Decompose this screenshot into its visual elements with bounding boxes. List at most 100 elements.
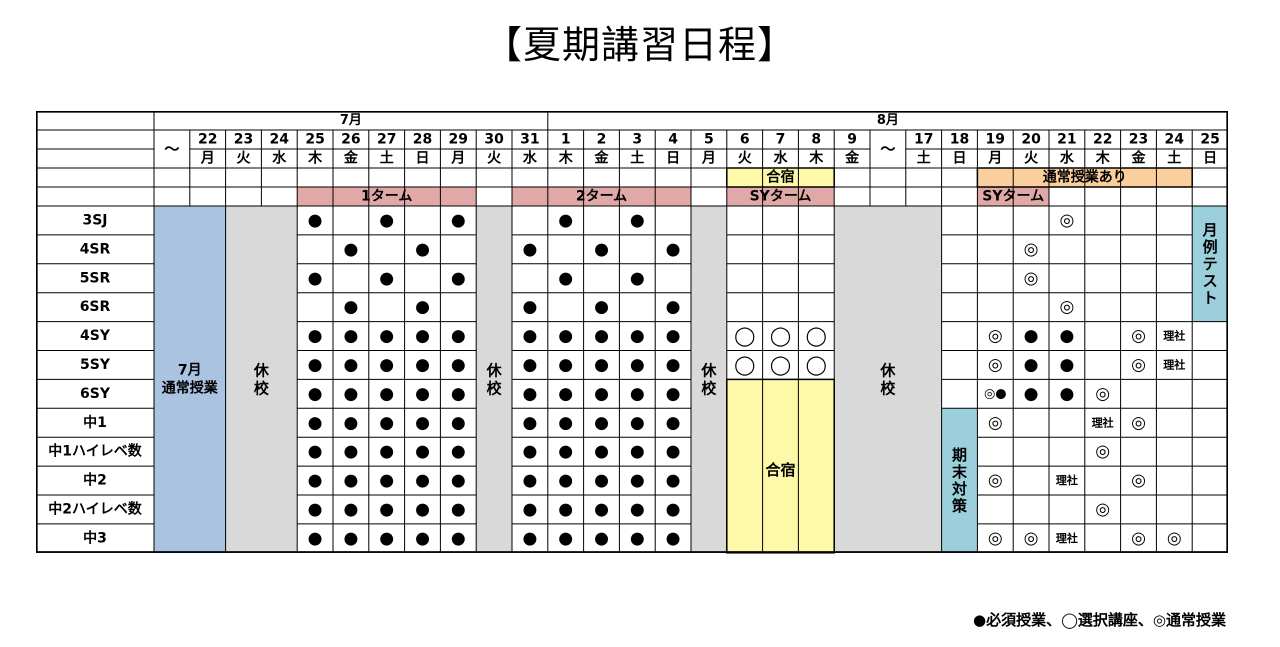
kyuko-label: 休: [253, 361, 270, 379]
schedule-mark: ●: [379, 499, 394, 519]
schedule-mark: ●: [415, 413, 430, 433]
schedule-mark: ◎: [1131, 355, 1146, 375]
schedule-mark: ●: [522, 355, 537, 375]
schedule-mark: ●: [630, 528, 645, 548]
gasshuku-label: 合宿: [764, 461, 795, 479]
schedule-mark: ●: [594, 355, 609, 375]
schedule-mark: ●: [558, 528, 573, 548]
schedule-mark: ●: [1024, 355, 1039, 375]
schedule-mark: ●: [630, 499, 645, 519]
sy-term-label: SYターム: [982, 189, 1044, 205]
schedule-mark: ●: [308, 442, 323, 462]
schedule-mark: ●: [558, 384, 573, 404]
schedule-mark: ●: [1024, 326, 1039, 346]
schedule-mark: ●: [343, 326, 358, 346]
schedule-mark: ●: [415, 297, 430, 317]
getsurei-test-label: テ: [1203, 255, 1218, 273]
schedule-mark: ●: [451, 528, 466, 548]
schedule-mark: ●: [379, 326, 394, 346]
schedule-mark: ●: [415, 326, 430, 346]
sy-term-band: [726, 187, 835, 206]
kimatsu-label: 末: [952, 463, 968, 481]
schedule-mark: ●: [415, 239, 430, 259]
schedule-mark: ●: [379, 442, 394, 462]
weekday-label: 日: [666, 151, 680, 167]
schedule-mark: ●: [308, 326, 323, 346]
schedule-mark: ●: [308, 499, 323, 519]
date-label: 8: [811, 132, 821, 148]
gasshuku-band-outline: [726, 167, 835, 188]
schedule-mark: ●: [666, 442, 681, 462]
schedule-mark: ●: [522, 239, 537, 259]
date-label: 29: [449, 132, 468, 148]
date-label: 20: [1021, 132, 1041, 148]
schedule-mark: 理社: [1163, 329, 1185, 343]
schedule-mark: ●: [379, 355, 394, 375]
schedule-mark: ●: [594, 239, 609, 259]
date-label: 25: [305, 132, 324, 148]
kyuko-label: 休: [486, 361, 503, 379]
schedule-mark: ●: [558, 499, 573, 519]
row-label: 4SR: [80, 241, 111, 257]
schedule-mark: ◯: [734, 325, 755, 347]
schedule-mark: ●: [308, 471, 323, 491]
kimatsu-block: [941, 408, 978, 553]
schedule-mark: ●: [666, 471, 681, 491]
table-border: [36, 111, 1228, 553]
schedule-mark: ◯: [770, 354, 791, 376]
row-label: 5SR: [80, 270, 111, 286]
kyuko-label: 休: [700, 361, 717, 379]
row-label: 中2: [83, 472, 107, 489]
weekday-label: 金: [1131, 150, 1147, 167]
getsurei-test-block: [1192, 206, 1228, 322]
schedule-mark: ●: [451, 471, 466, 491]
term1-label: 1ターム: [361, 189, 412, 205]
schedule-mark: ●: [522, 297, 537, 317]
date-label: 23: [234, 132, 253, 148]
schedule-mark: ◎: [1059, 297, 1074, 317]
schedule-mark: ●: [630, 326, 645, 346]
schedule-mark: ●: [666, 355, 681, 375]
schedule-mark: ●: [630, 268, 645, 288]
schedule-mark: ◯: [734, 354, 755, 376]
schedule-mark: ●: [522, 384, 537, 404]
date-label: 2: [597, 132, 607, 148]
schedule-mark: ●: [379, 210, 394, 230]
schedule-mark: ●: [343, 471, 358, 491]
schedule-mark: ●: [343, 384, 358, 404]
schedule-mark: ●: [630, 442, 645, 462]
schedule-mark: ●: [379, 384, 394, 404]
schedule-mark: ●: [1059, 355, 1074, 375]
schedule-mark: ●: [594, 413, 609, 433]
schedule-mark: ●: [415, 499, 430, 519]
schedule-mark: ●: [451, 442, 466, 462]
schedule-mark: 理社: [1163, 357, 1185, 371]
schedule-mark: ●: [666, 499, 681, 519]
date-label: 23: [1129, 132, 1148, 148]
weekday-label: 月: [701, 151, 716, 167]
schedule-mark: ◎: [1095, 442, 1110, 462]
weekday-label: 木: [307, 150, 323, 167]
schedule-mark: ●: [522, 471, 537, 491]
schedule-mark: ●: [666, 297, 681, 317]
date-label: 28: [413, 132, 432, 148]
getsurei-test-label: ト: [1203, 289, 1218, 307]
schedule-mark: ◎: [1167, 528, 1182, 548]
getsurei-test-label: 例: [1203, 238, 1218, 256]
gasshuku-band-label: 合宿: [767, 169, 795, 186]
july-normal-label: 通常授業: [162, 379, 219, 396]
schedule-mark: ●: [379, 471, 394, 491]
weekday-label: 火: [1024, 151, 1039, 167]
date-label: 25: [1200, 132, 1219, 148]
schedule-mark: ●: [451, 499, 466, 519]
schedule-mark: ●: [343, 528, 358, 548]
schedule-mark: ◎: [1024, 528, 1039, 548]
schedule-mark: ●: [630, 210, 645, 230]
date-label: ～: [880, 140, 895, 158]
july-normal-block: [154, 206, 226, 553]
date-label: 6: [740, 132, 750, 148]
schedule-mark: ●: [594, 471, 609, 491]
schedule-mark: ●: [522, 442, 537, 462]
schedule-mark: ◎: [1095, 499, 1110, 519]
getsurei-test-label: ス: [1203, 272, 1218, 290]
